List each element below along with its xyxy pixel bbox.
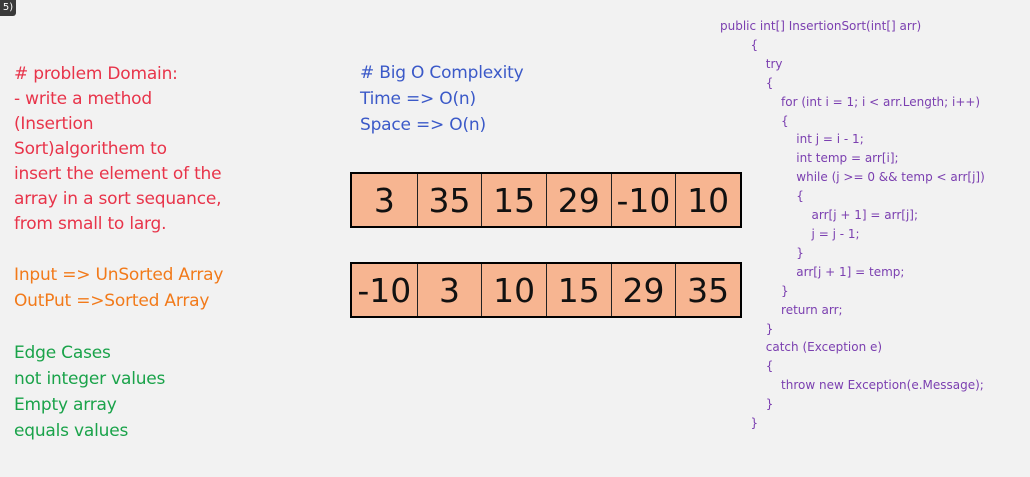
complexity-line: Space => O(n) [360, 115, 486, 135]
code-line: catch (Exception e) [720, 340, 883, 355]
io-line: OutPut =>Sorted Array [14, 291, 210, 311]
complexity-line: Time => O(n) [360, 89, 476, 109]
edge-case-line: Empty array [14, 395, 117, 415]
code-line: { [720, 75, 774, 90]
code-line: { [720, 189, 804, 204]
array-cell: 15 [481, 174, 546, 226]
array-cell: 29 [610, 264, 676, 316]
code-line: public int[] InsertionSort(int[] arr) [720, 19, 922, 33]
code-line: { [720, 359, 774, 374]
problem-line: from small to larg. [14, 214, 167, 234]
io-line: Input => UnSorted Array [14, 265, 224, 285]
code-line: try [720, 56, 783, 71]
problem-line: (Insertion [14, 114, 94, 134]
problem-domain-text: # problem Domain: - write a method (Insert… [14, 62, 222, 237]
array-cell: 29 [545, 174, 611, 226]
problem-line: Sort)algorithem to [14, 139, 167, 159]
array-cell: 10 [675, 174, 740, 226]
array-cell: 3 [416, 264, 482, 316]
code-line: } [720, 321, 774, 336]
insertion-sort-code: public int[] InsertionSort(int[] arr) { … [720, 17, 985, 433]
array-cell: 10 [481, 264, 546, 316]
array-cell: 3 [373, 180, 395, 220]
array-cell: 35 [416, 174, 482, 226]
array-cell: -10 [610, 174, 676, 226]
complexity-line: # Big O Complexity [360, 63, 524, 83]
code-line: { [720, 113, 789, 128]
problem-line: - write a method [14, 89, 152, 109]
code-line: arr[j + 1] = arr[j]; [720, 208, 919, 223]
code-line: } [720, 245, 804, 260]
code-line: } [720, 283, 789, 298]
code-line: j = j - 1; [720, 226, 860, 241]
code-line: int j = i - 1; [720, 132, 864, 147]
array-cell: 15 [545, 264, 611, 316]
edge-case-line: Edge Cases [14, 343, 111, 363]
code-line: return arr; [720, 302, 843, 317]
code-line: throw new Exception(e.Message); [720, 378, 984, 393]
code-line: while (j >= 0 && temp < arr[j]) [720, 170, 985, 185]
code-line: } [720, 416, 759, 431]
problem-line: insert the element of the [14, 164, 222, 184]
edge-case-line: not integer values [14, 369, 166, 389]
array-cell: -10 [357, 270, 412, 310]
problem-line: array in a sort sequance, [14, 189, 222, 209]
array-cell: 35 [675, 264, 740, 316]
corner-badge: 5) [0, 0, 16, 16]
problem-line: # problem Domain: [14, 64, 178, 84]
edge-case-line: equals values [14, 421, 129, 441]
code-line: int temp = arr[i]; [720, 151, 899, 166]
code-line: { [720, 37, 759, 52]
code-line: } [720, 397, 774, 412]
code-line: arr[j + 1] = temp; [720, 264, 905, 279]
code-line: for (int i = 1; i < arr.Length; i++) [720, 94, 981, 109]
